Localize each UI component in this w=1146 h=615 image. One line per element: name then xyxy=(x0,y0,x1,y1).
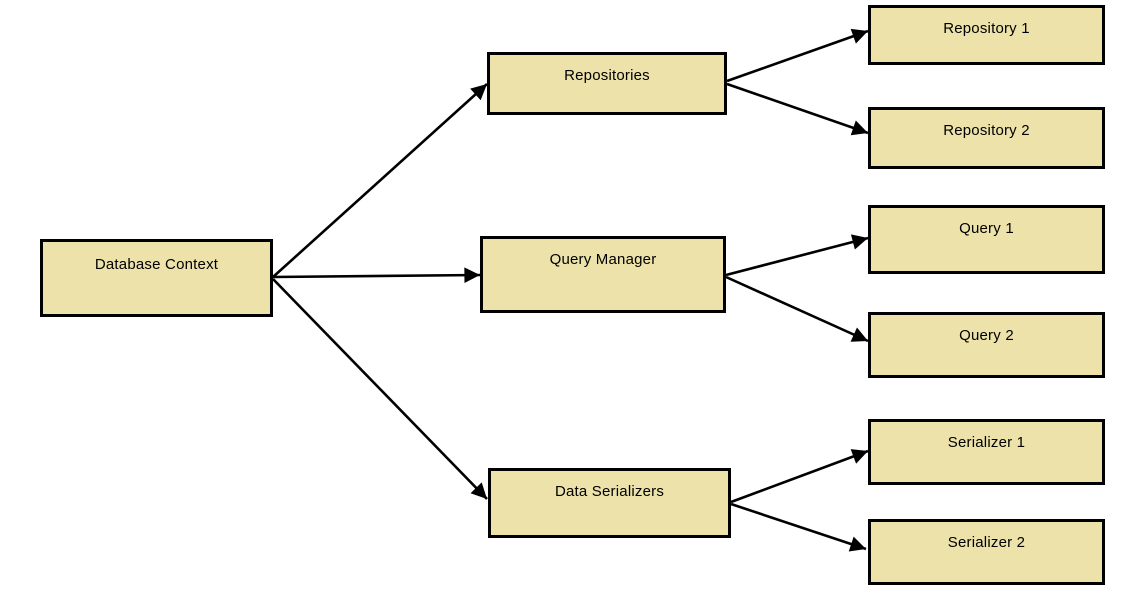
node-query-1[interactable]: Query 1 xyxy=(868,205,1105,274)
edge-repositories-to-repository-1 xyxy=(726,28,869,83)
node-query-2-label: Query 2 xyxy=(959,327,1014,344)
node-repositories-label: Repositories xyxy=(564,67,650,84)
edge-repositories-to-repository-2 xyxy=(726,82,869,136)
node-serializer-1[interactable]: Serializer 1 xyxy=(868,419,1105,485)
node-data-serializers-label: Data Serializers xyxy=(554,483,665,500)
node-serializer-2[interactable]: Serializer 2 xyxy=(868,519,1105,585)
node-query-manager-label: Query Manager xyxy=(549,251,657,268)
node-repository-1-label: Repository 1 xyxy=(943,20,1030,37)
edge-query-manager-to-query-2 xyxy=(725,275,869,343)
node-repository-1[interactable]: Repository 1 xyxy=(868,5,1105,65)
node-serializer-1-label: Serializer 1 xyxy=(947,434,1026,451)
node-repository-2[interactable]: Repository 2 xyxy=(868,107,1105,169)
edge-query-manager-to-query-1 xyxy=(725,234,869,277)
edge-database-context-to-query-manager xyxy=(272,267,481,283)
node-database-context[interactable]: Database Context xyxy=(40,239,273,317)
edge-data-serializers-to-serializer-1 xyxy=(730,449,869,504)
node-repository-2-label: Repository 2 xyxy=(943,122,1030,139)
node-repositories[interactable]: Repositories xyxy=(487,52,727,115)
node-query-manager[interactable]: Query Manager xyxy=(480,236,726,313)
node-data-serializers[interactable]: Data Serializers xyxy=(488,468,731,538)
node-database-context-label: Database Context xyxy=(94,256,219,273)
node-query-2[interactable]: Query 2 xyxy=(868,312,1105,378)
node-serializer-2-label: Serializer 2 xyxy=(947,534,1026,551)
edge-data-serializers-to-serializer-2 xyxy=(730,502,867,552)
edge-database-context-to-repositories xyxy=(272,83,488,278)
node-query-1-label: Query 1 xyxy=(959,220,1014,237)
edge-database-context-to-data-serializers xyxy=(272,278,488,500)
